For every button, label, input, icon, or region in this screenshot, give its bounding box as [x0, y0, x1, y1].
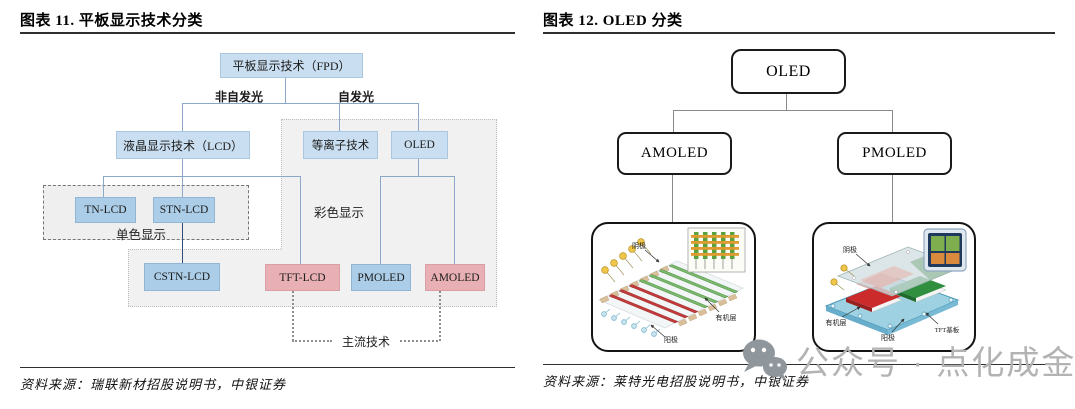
connector-line	[672, 171, 673, 222]
leader-line	[704, 297, 720, 313]
node-fpd: 平板显示技术（FPD）	[220, 53, 363, 78]
connector-line	[418, 157, 419, 177]
label-non-self-luminous: 非自发光	[215, 90, 264, 104]
label-self-luminous: 自发光	[338, 90, 375, 104]
connector-line	[892, 110, 893, 132]
amoled-tft-substrate-label: TFT基板	[935, 325, 960, 334]
connector-line	[182, 103, 419, 104]
panel-border	[281, 119, 497, 120]
pmoled-organic-layer-label: 有机层	[716, 313, 737, 322]
amoled-cathode-label: 阴极	[843, 245, 857, 254]
pmoled-anode-label: 阳极	[664, 335, 678, 344]
fig11-title: 图表 11. 平板显示技术分类	[20, 13, 203, 29]
leader-line	[644, 249, 660, 263]
fig11-title-rule	[20, 32, 515, 34]
pmoled-structure-imagebox: 阴极 有机层 阳极	[591, 222, 756, 352]
amoled-organic-layer-label: 有机层	[826, 318, 847, 327]
amoled-3d-art	[824, 228, 967, 335]
connector-line	[182, 176, 183, 197]
label-color-display: 彩色显示	[314, 206, 365, 220]
panel-border	[496, 119, 497, 307]
mainstream-dotted-line	[439, 291, 441, 341]
node-amoled: AMOLED	[617, 132, 732, 175]
amoled-structure-illustration: 阴极 有机层 阳极 TFT基板	[824, 228, 967, 342]
node-amoled: AMOLED	[425, 264, 485, 291]
connector-line-stn-cstn	[182, 221, 183, 263]
fig11-source-rule	[20, 367, 515, 368]
connector-line	[892, 171, 893, 222]
node-pmoled: PMOLED	[837, 132, 952, 175]
fig12-title-rule	[543, 32, 1055, 34]
pmoled-cathode-label: 阴极	[632, 241, 646, 250]
connector-line	[182, 103, 183, 131]
connector-line	[182, 157, 183, 176]
node-tn-lcd: TN-LCD	[75, 197, 136, 223]
connector-line	[454, 176, 455, 264]
fig12-title: 图表 12. OLED 分类	[543, 13, 683, 29]
amoled-anode-label: 阳极	[881, 333, 895, 342]
pmoled-3d-art	[598, 227, 746, 337]
mainstream-dotted-line	[292, 340, 332, 342]
leader-line	[891, 318, 905, 333]
node-oled-root: OLED	[731, 49, 846, 94]
connector-line	[418, 103, 419, 131]
node-plasma: 等离子技术	[303, 131, 378, 159]
pmoled-structure-illustration: 阴极 有机层 阳极	[598, 227, 746, 344]
leader-line	[650, 324, 666, 338]
fig11-source: 资料来源：瑞联新材招股说明书，中银证券	[20, 377, 287, 392]
mainstream-dotted-line	[400, 340, 438, 342]
node-oled: OLED	[391, 131, 448, 159]
connector-line	[300, 176, 301, 264]
leader-line	[925, 312, 939, 325]
connector-line	[285, 76, 286, 103]
node-tft-lcd: TFT-LCD	[265, 264, 340, 291]
node-lcd: 液晶显示技术（LCD）	[116, 131, 250, 159]
wechat-icon	[743, 339, 787, 381]
panel-border	[128, 249, 281, 250]
connector-line	[103, 176, 301, 177]
connector-line	[380, 176, 381, 264]
amoled-inset-grid	[923, 228, 967, 272]
node-pmoled: PMOLED	[351, 264, 411, 291]
pmoled-inset-grid	[687, 227, 746, 273]
panel-border	[128, 249, 129, 306]
fig12-source: 资料来源：莱特光电招股说明书，中银证券	[543, 374, 810, 389]
panel-border	[128, 306, 497, 307]
node-cstn-lcd: CSTN-LCD	[144, 263, 220, 291]
connector-line	[673, 110, 674, 132]
leader-line	[855, 253, 871, 267]
connector-line	[380, 176, 455, 177]
connector-line	[103, 176, 104, 197]
watermark-text: 公众号 · 点化成金	[796, 344, 1075, 381]
connector-line	[673, 110, 893, 111]
leader-line	[841, 306, 861, 318]
label-monochrome-display: 单色显示	[116, 228, 167, 242]
connector-line	[339, 103, 340, 131]
watermark: 公众号 · 点化成金	[740, 336, 1075, 384]
panel-border	[281, 119, 282, 249]
amoled-structure-imagebox: 阴极 有机层 阳极 TFT基板	[812, 222, 976, 352]
mainstream-dotted-line	[292, 291, 294, 341]
fig12-source-rule	[543, 364, 1055, 365]
label-mainstream-tech: 主流技术	[342, 335, 391, 349]
connector-line	[786, 90, 787, 110]
node-stn-lcd: STN-LCD	[153, 197, 215, 223]
